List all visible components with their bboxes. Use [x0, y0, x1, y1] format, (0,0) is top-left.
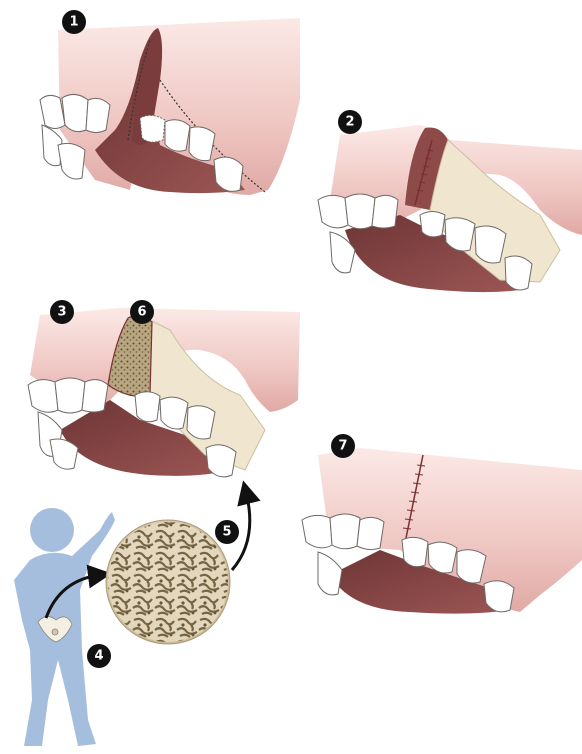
step-number-1: 1 [69, 15, 78, 30]
step-number-2: 2 [345, 115, 354, 130]
panel-3-graft-placed: 3 6 [28, 300, 300, 477]
panel-1-cleft: 1 [40, 10, 300, 195]
step-number-5: 5 [222, 525, 231, 540]
panel-7-healed: 7 [302, 434, 582, 614]
step-number-7: 7 [338, 439, 347, 454]
donor-site-panel: 4 5 [14, 492, 250, 746]
bone-graft-circle [106, 520, 230, 644]
step-number-6: 6 [137, 305, 146, 320]
step-number-3: 3 [57, 305, 66, 320]
panel-2-incision: 2 [318, 110, 582, 292]
step-number-4: 4 [94, 649, 103, 664]
